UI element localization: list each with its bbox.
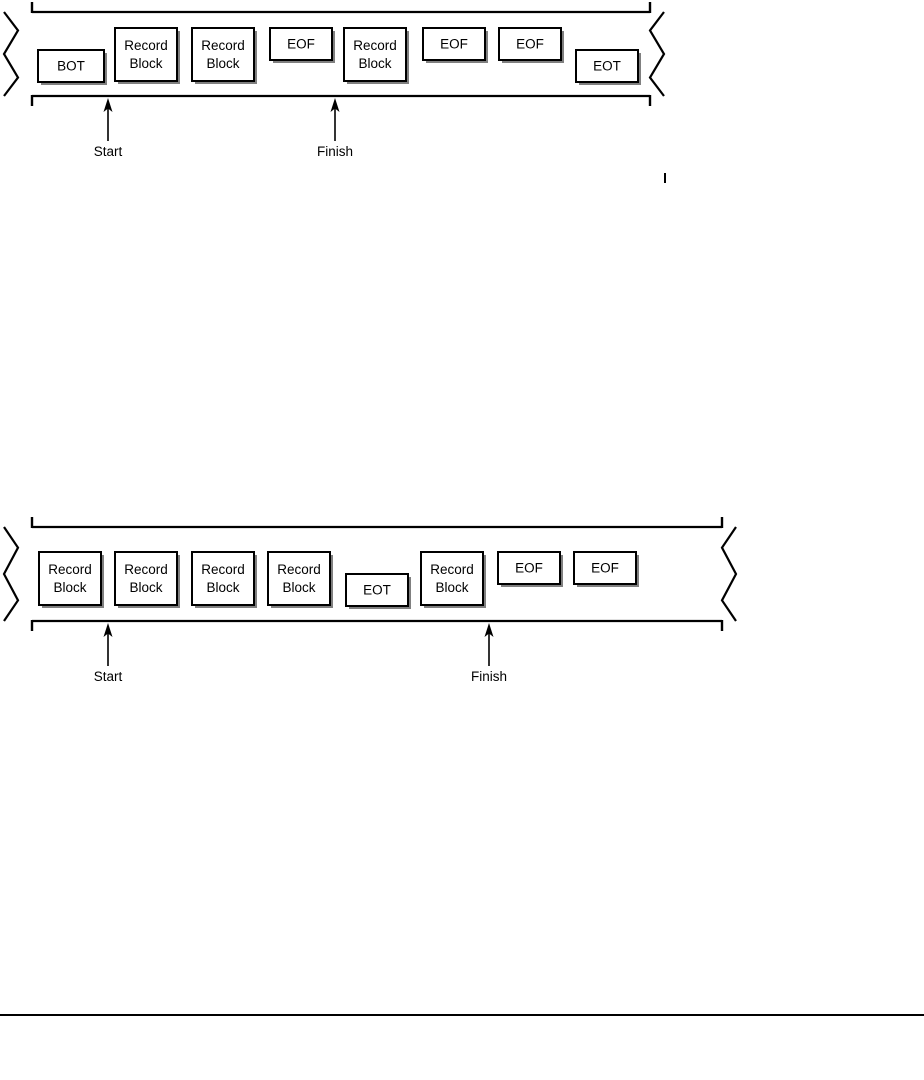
marker-label: Finish — [317, 144, 353, 159]
block-label: Record — [124, 38, 168, 53]
block-eof-3: EOF — [498, 27, 564, 63]
block-bot: BOT — [37, 49, 107, 85]
tape-end-ticks — [30, 517, 724, 631]
block-eof-1: EOF — [497, 551, 563, 587]
block-label: EOF — [516, 37, 544, 52]
block-label: Record — [124, 562, 168, 577]
block-label: Block — [129, 580, 162, 595]
block-label: Record — [201, 562, 245, 577]
marker-finish: Finish — [317, 98, 353, 159]
tape-break-left — [2, 526, 20, 622]
tape-break-right — [720, 526, 738, 622]
tape-break-left — [2, 11, 20, 97]
block-eof-2: EOF — [573, 551, 639, 587]
tape-rails — [32, 10, 650, 98]
marker-label: Start — [94, 669, 123, 684]
block-label: Block — [282, 580, 315, 595]
block-label: Record — [353, 38, 397, 53]
block-label: Block — [435, 580, 468, 595]
block-eof-1: EOF — [269, 27, 335, 63]
tape-break-right — [648, 11, 666, 97]
marker-start: Start — [94, 98, 123, 159]
block-label: Record — [201, 38, 245, 53]
block-label: Record — [430, 562, 474, 577]
block-label: EOF — [440, 37, 468, 52]
block-label: Block — [206, 56, 239, 71]
block-eot: EOT — [575, 49, 641, 85]
block-label: Record — [48, 562, 92, 577]
marker-label: Finish — [471, 669, 507, 684]
block-label: Block — [53, 580, 86, 595]
block-label: Record — [277, 562, 321, 577]
block-eof-2: EOF — [422, 27, 488, 63]
tape-rails — [32, 525, 722, 623]
block-label: EOF — [515, 561, 543, 576]
footer-horizontal-rule — [0, 1014, 924, 1016]
marker-start: Start — [94, 623, 123, 684]
block-label: EOF — [591, 561, 619, 576]
block-label: Block — [358, 56, 391, 71]
block-label: EOF — [287, 37, 315, 52]
block-label: BOT — [57, 59, 85, 74]
block-eot: EOT — [345, 573, 411, 609]
block-label: Block — [206, 580, 239, 595]
stray-tick-mark — [664, 173, 666, 183]
block-label: Block — [129, 56, 162, 71]
marker-finish: Finish — [471, 623, 507, 684]
tape-end-ticks — [30, 2, 652, 106]
marker-label: Start — [94, 144, 123, 159]
block-label: EOT — [593, 59, 621, 74]
block-label: EOT — [363, 583, 391, 598]
